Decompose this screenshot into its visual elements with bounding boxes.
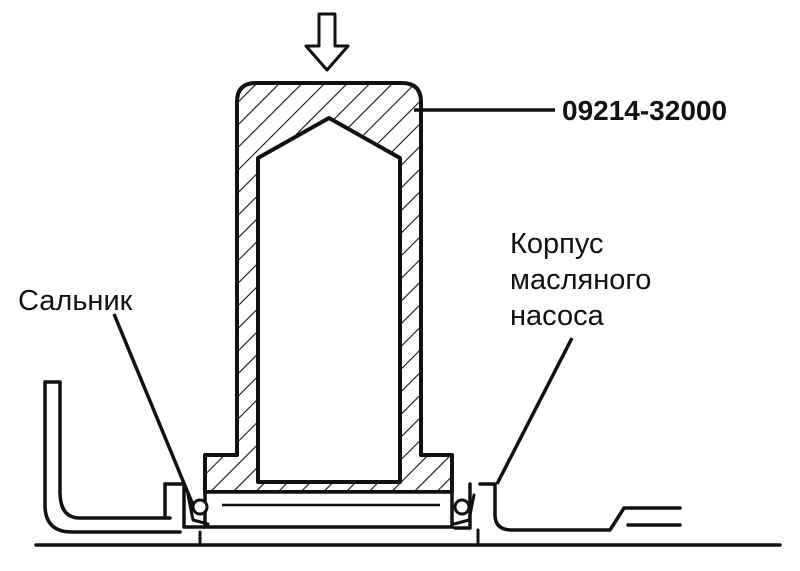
oil-pump-housing bbox=[34, 380, 782, 547]
oil-seal bbox=[186, 490, 476, 529]
housing-label-line2: масляного bbox=[510, 264, 651, 296]
installer-tool bbox=[203, 81, 454, 494]
seal-label: Сальник bbox=[18, 285, 133, 317]
part-number-label: 09214-32000 bbox=[562, 95, 727, 126]
housing-label-line3: насоса bbox=[510, 300, 605, 332]
down-arrow-icon bbox=[304, 12, 350, 72]
housing-leader bbox=[495, 337, 574, 485]
housing-label-line1: Корпус bbox=[510, 228, 604, 260]
seal-leader bbox=[112, 313, 195, 506]
